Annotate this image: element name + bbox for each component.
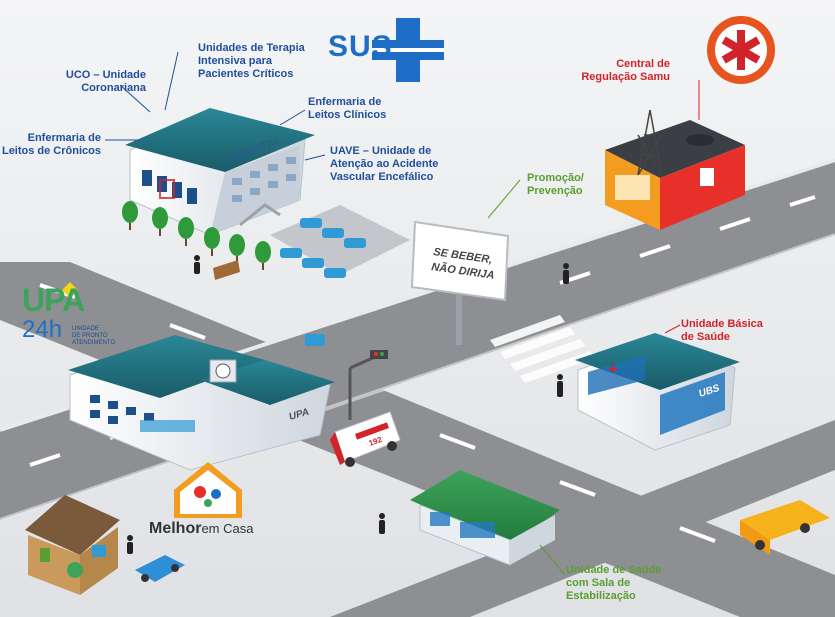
pedestrian-bottom [379,513,385,534]
label-samu: Central de Regulação Samu [560,58,670,84]
traffic-light [348,350,388,420]
label-cronicos: Enfermaria de Leitos de Crônicos [0,132,101,158]
pedestrian-center [563,263,569,284]
label-promocao-line-2: Prevenção [527,185,583,197]
label-uti-line-3: Pacientes Críticos [198,68,294,80]
label-uave-line-2: Atenção ao Acidente [330,158,439,170]
promocao-callout-line [487,179,521,219]
estabilizacao-callout-line [539,544,566,576]
pedestrian-ubs [557,374,563,397]
label-clinicos-line-2: Leitos Clínicos [308,109,387,121]
label-cronicos-line-1: Enfermaria de [27,132,101,144]
billboard: SE BEBER, NÃO DIRIJA [410,220,510,345]
label-ubs-line-1: Unidade Básica [681,318,763,330]
label-estabilizacao-line-3: Estabilização [566,590,636,602]
label-uave-line-3: Vascular Encefálico [330,171,434,183]
upa-logo-text: UPA [22,282,85,318]
ubs-callout-line [664,324,681,334]
samu-logo [707,16,775,84]
label-uco-line-1: UCO – Unidade [65,69,146,81]
label-uave-line-1: UAVE – Unidade de [330,145,432,157]
ubs-building: UBS [575,333,740,451]
label-estabilizacao: Unidade de Saúde com Sala de Estabilizaç… [566,564,661,603]
sus-cross-icon [372,18,444,82]
stabilization-unit-building [410,470,560,566]
label-clinicos-line-1: Enfermaria de [308,96,382,108]
label-promocao: Promoção/ Prevenção [527,172,584,198]
blue-car [135,555,185,582]
truck [740,500,830,555]
label-clinicos: Enfermaria de Leitos Clínicos [308,96,386,122]
label-uco-line-2: Coronariana [81,82,146,94]
label-ubs: Unidade Básica de Saúde [681,318,763,344]
label-uti-line-2: Intensiva para [198,55,272,67]
bench [213,260,240,280]
label-uco: UCO – Unidade Coronariana [30,69,146,95]
sus-logo-text: SUS [328,30,393,63]
melhor-text: Melhor [149,520,202,537]
upa-subtitle-line-1: UNIDADE [72,326,100,332]
radio-tower [637,109,663,176]
label-uave: UAVE – Unidade de Atenção ao Acidente Va… [330,145,438,184]
house [25,495,120,595]
upa-logo-star [62,282,78,298]
upa-building-sign: UPA [288,407,311,423]
em-casa-text: em Casa [201,521,254,536]
ambulance-number: 192 [368,435,384,448]
family-icon [127,535,133,554]
upa-subtitle-line-3: ATENDIMENTO [72,340,116,346]
label-samu-line-1: Central de [616,58,670,70]
trees [122,201,271,270]
small-bus [305,334,325,346]
ambulance: 192 [330,411,401,467]
label-uti-line-1: Unidades de Terapia [198,42,305,54]
label-samu-line-2: Regulação Samu [581,71,670,83]
label-uti: Unidades de Terapia Intensiva para Pacie… [198,42,305,81]
upa-24h-text: 24h [22,316,63,343]
label-ubs-line-2: de Saúde [681,331,730,343]
hospital-callout-lines [105,51,326,161]
label-promocao-line-1: Promoção/ [527,172,584,184]
upa-subtitle: UNIDADE DE PRONTO ATENDIMENTO [72,326,115,347]
upa-building: UPA [68,335,335,471]
label-estabilizacao-line-1: Unidade de Saúde [566,564,662,576]
hospital-building: HOSPITAL [125,108,315,236]
label-estabilizacao-line-2: com Sala de [566,577,631,589]
pedestrian-hospital [194,255,200,274]
melhor-em-casa-icon [174,462,242,518]
melhor-em-casa-logo: Melhorem Casa [149,520,253,538]
label-cronicos-line-2: Leitos de Crônicos [1,145,101,157]
parking-lot [270,205,410,278]
upa-subtitle-line-2: DE PRONTO [72,333,108,339]
